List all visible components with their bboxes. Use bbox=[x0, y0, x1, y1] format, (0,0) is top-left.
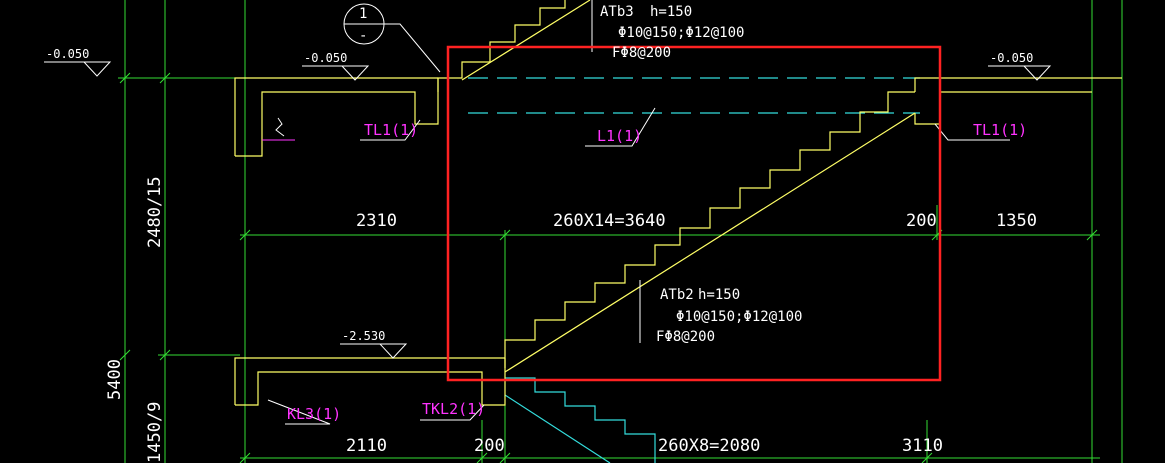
dim-upper-3: 200 bbox=[906, 211, 937, 231]
atb2-name: ATb2 bbox=[660, 287, 694, 303]
dim-lower-4: 3110 bbox=[902, 436, 943, 456]
lower-slab-top bbox=[234, 357, 505, 405]
break-symbol bbox=[275, 117, 285, 137]
lower-flight-steps bbox=[505, 377, 656, 463]
dim-upper-4: 1350 bbox=[996, 211, 1037, 231]
lower-flight-soffit bbox=[504, 394, 611, 463]
tick bbox=[119, 72, 131, 84]
middle-flight-soffit bbox=[504, 112, 916, 373]
atb2-thickness: h=150 bbox=[698, 287, 740, 303]
level-marker-mid bbox=[302, 65, 370, 81]
atb2-rebar-main: Φ10@150;Φ12@100 bbox=[676, 309, 802, 325]
leader-lines bbox=[44, 0, 1052, 425]
dim-vertical-upper: 2480/15 bbox=[145, 176, 165, 248]
tick bbox=[476, 452, 488, 463]
tl1-left-leader bbox=[360, 119, 421, 141]
atb3-thickness: h=150 bbox=[650, 4, 692, 20]
level-label-right: -0.050 bbox=[990, 51, 1033, 65]
level-label-lower: -2.530 bbox=[342, 329, 385, 343]
beam-label-kl3: KL3(1) bbox=[287, 405, 341, 423]
l1-leader bbox=[585, 107, 656, 147]
beam-label-l1: L1(1) bbox=[597, 127, 642, 145]
tkl2-leader bbox=[420, 404, 485, 421]
dimension-lines bbox=[118, 0, 1123, 463]
upper-flight-steps bbox=[437, 0, 566, 92]
level-label-left: -0.050 bbox=[46, 47, 89, 61]
tick bbox=[159, 72, 171, 84]
upper-flight-soffit bbox=[461, 0, 591, 81]
upper-right-landing-edge bbox=[914, 77, 940, 92]
kl3-leader bbox=[267, 399, 331, 425]
atb3-rebar-dist: FΦ8@200 bbox=[612, 45, 671, 61]
dim-lower-3: 260X8=2080 bbox=[658, 436, 760, 456]
dim-lower-2: 200 bbox=[474, 436, 505, 456]
section-marker-sheet: - bbox=[359, 28, 367, 44]
atb3-name: ATb3 bbox=[600, 4, 634, 20]
tick bbox=[499, 229, 511, 241]
tl1-right-beam bbox=[914, 92, 941, 125]
tick bbox=[239, 452, 251, 463]
lower-slab-outline bbox=[235, 371, 506, 406]
beam-label-tkl2: TKL2(1) bbox=[422, 400, 485, 418]
atb2-rebar-dist: FΦ8@200 bbox=[656, 329, 715, 345]
middle-flight-steps bbox=[504, 91, 915, 368]
tick bbox=[119, 349, 131, 361]
tick bbox=[1086, 229, 1098, 241]
section-marker-number: 1 bbox=[359, 6, 367, 22]
dim-upper-2: 260X14=3640 bbox=[553, 211, 666, 231]
tick bbox=[159, 349, 171, 361]
level-marker-right bbox=[988, 65, 1052, 81]
section-marker-leader bbox=[384, 23, 441, 73]
dim-vertical-total: 5400 bbox=[105, 359, 125, 400]
level-marker-left bbox=[44, 61, 112, 77]
stair-structure bbox=[234, 0, 1122, 406]
atb3-rebar-main: Φ10@150;Φ12@100 bbox=[618, 25, 744, 41]
beam-label-tl1-right: TL1(1) bbox=[973, 121, 1027, 139]
upper-left-slab-top bbox=[234, 77, 438, 156]
level-label-mid: -0.050 bbox=[304, 51, 347, 65]
hidden-beam-lines bbox=[468, 77, 920, 463]
upper-left-slab-outline bbox=[235, 78, 439, 157]
tick bbox=[239, 229, 251, 241]
tick bbox=[921, 452, 933, 463]
level-marker-lower bbox=[340, 343, 408, 359]
selection-rectangle[interactable] bbox=[446, 45, 942, 382]
dim-vertical-lower: 1450/9 bbox=[145, 402, 165, 463]
dim-lower-1: 2110 bbox=[346, 436, 387, 456]
tick bbox=[499, 452, 511, 463]
beam-label-tl1-left: TL1(1) bbox=[364, 121, 418, 139]
dim-upper-1: 2310 bbox=[356, 211, 397, 231]
